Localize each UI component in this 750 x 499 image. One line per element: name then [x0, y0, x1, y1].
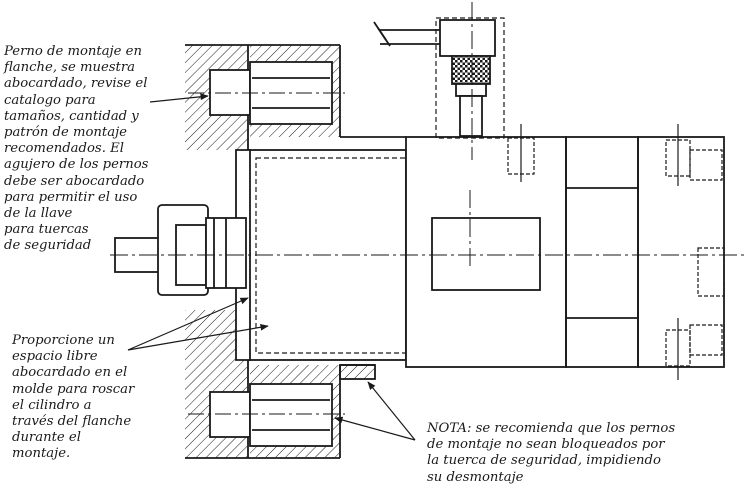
mounting-bolt-bottom: [188, 383, 345, 447]
cylinder-barrel: [235, 136, 407, 380]
centerlines: [110, 2, 748, 270]
leader-lines: [127, 93, 416, 441]
note-clearance: Proporcione un espacio libre abocardado …: [12, 333, 135, 462]
cylinder-head: [405, 136, 725, 368]
head-fasteners: [507, 124, 725, 380]
note-nota: NOTA: se recomienda que los pernos de mo…: [427, 421, 676, 485]
sensor-assembly: [373, 17, 505, 139]
mounting-bolt-top: [188, 61, 345, 125]
piston-rod-assembly: [114, 204, 247, 296]
note-mounting-bolt: Perno de montaje en flanche, se muestra …: [4, 44, 149, 254]
